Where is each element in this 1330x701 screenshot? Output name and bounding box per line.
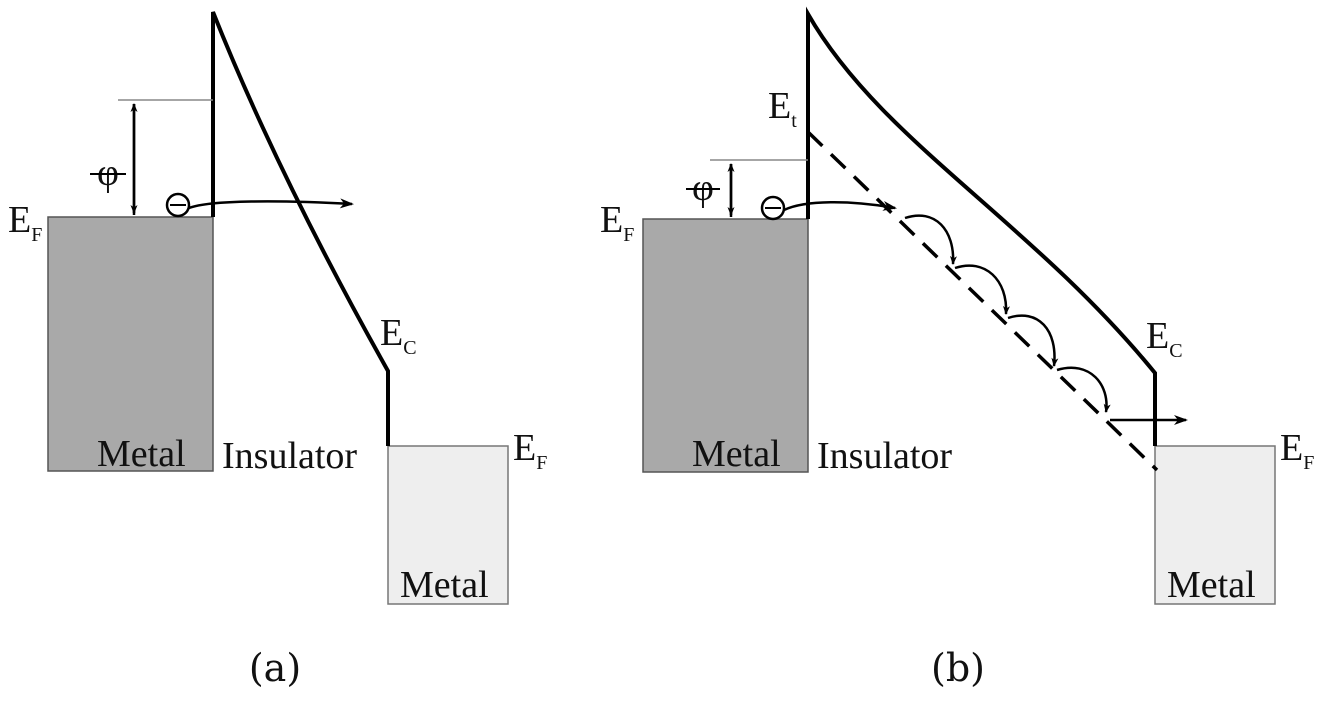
- left-metal-label: Metal: [97, 433, 186, 475]
- left-metal-label: Metal: [692, 433, 781, 475]
- injection-arrow: [783, 200, 897, 212]
- panel-b: φ EF Et EC EF Metal Insulator Metal (b): [600, 6, 1314, 690]
- caption-b: (b): [931, 646, 985, 690]
- et-label: Et: [768, 85, 797, 132]
- ef-right-label: EF: [1280, 427, 1314, 474]
- ef-left-label: EF: [600, 199, 634, 246]
- ef-left-label: EF: [8, 199, 42, 246]
- right-metal-block: [1154, 445, 1276, 605]
- insulator-label: Insulator: [817, 435, 952, 477]
- left-metal-block: [642, 218, 809, 473]
- conduction-band-edge: [806, 6, 1157, 446]
- left-metal-block: [47, 216, 214, 472]
- ec-label: EC: [1146, 315, 1183, 362]
- right-metal-label: Metal: [1167, 564, 1256, 606]
- conduction-band-edge: [211, 11, 390, 446]
- ec-label: EC: [380, 312, 417, 359]
- insulator-label: Insulator: [222, 435, 357, 477]
- trap-level-line: [806, 130, 1159, 472]
- right-metal-label: Metal: [400, 564, 489, 606]
- hop-arc: [904, 214, 957, 265]
- ef-right-label: EF: [513, 427, 547, 474]
- panel-a: φ EF EC EF Metal Insulator Metal (a): [8, 11, 547, 690]
- caption-a: (a): [249, 646, 301, 690]
- hop-arc: [1007, 314, 1059, 367]
- hop-arc: [1056, 366, 1111, 413]
- tunneling-arrow: [188, 198, 354, 210]
- right-metal-block: [387, 445, 509, 605]
- hop-arc: [954, 264, 1010, 315]
